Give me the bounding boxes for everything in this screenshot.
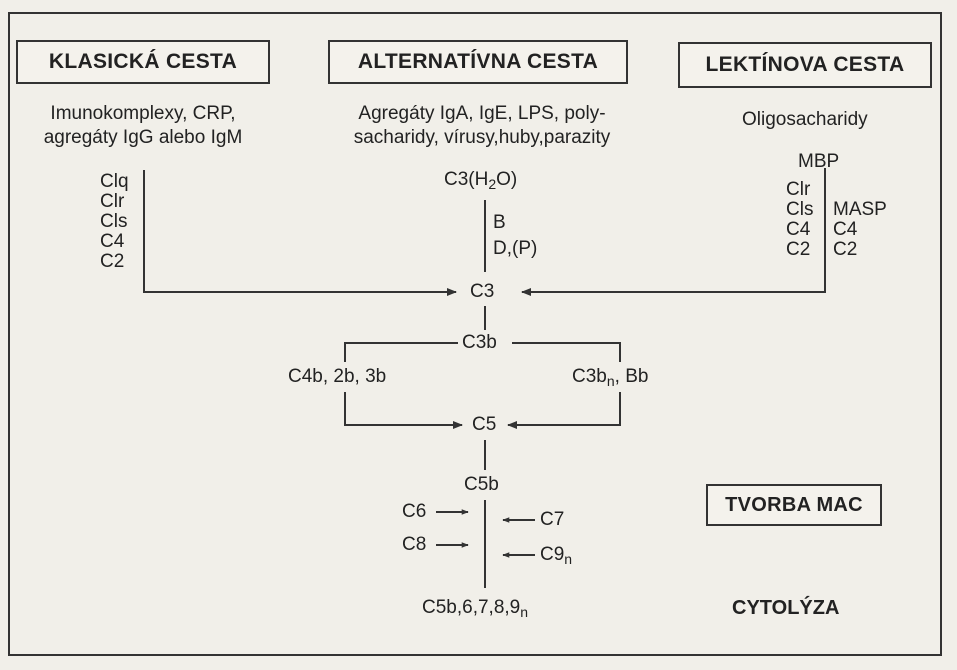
classical-pathway-title: KLASICKÁ CESTA bbox=[48, 50, 238, 73]
component-c2: C2 bbox=[833, 239, 858, 260]
component-c2: C2 bbox=[786, 239, 811, 260]
classical-arrow bbox=[143, 170, 457, 296]
c3-h2o-label: C3(H2O) bbox=[444, 169, 518, 192]
alt-convertase-arrow bbox=[507, 392, 621, 429]
classical-activator-line: Imunokomplexy, CRP, bbox=[50, 103, 236, 124]
component-c1s: Cls bbox=[786, 199, 814, 220]
factor-b: B bbox=[493, 212, 506, 233]
lectin-activator: Oligosacharidy bbox=[742, 109, 868, 130]
c5-node: C5 bbox=[472, 414, 497, 435]
c6-label: C6 bbox=[402, 501, 427, 522]
bracket-left bbox=[344, 342, 458, 362]
component-c4: C4 bbox=[786, 219, 811, 240]
classical-convertase-arrow bbox=[344, 392, 463, 429]
lectin-arrow bbox=[521, 168, 826, 296]
alternative-pathway-box: ALTERNATÍVNA CESTA bbox=[328, 40, 628, 84]
alternative-activators: Agregáty IgA, IgE, LPS, poly- sacharidy,… bbox=[322, 102, 642, 150]
final-complex: C5b,6,7,8,9n bbox=[422, 597, 529, 620]
component-c1r: Clr bbox=[786, 179, 811, 200]
classical-pathway-box: KLASICKÁ CESTA bbox=[16, 40, 270, 84]
alternative-convertase: C3bn, Bb bbox=[572, 366, 649, 389]
classical-activators: Imunokomplexy, CRP, agregáty IgG alebo I… bbox=[18, 102, 268, 150]
mac-label: TVORBA MAC bbox=[725, 493, 863, 516]
alternative-pathway-title: ALTERNATÍVNA CESTA bbox=[357, 50, 599, 73]
component-c1q: Clq bbox=[100, 171, 129, 192]
classical-convertase: C4b, 2b, 3b bbox=[288, 366, 387, 387]
lectin-components: Clr Cls C4 C2 bbox=[786, 180, 813, 260]
masp-label: MASP bbox=[833, 199, 887, 220]
alternative-activator-line: Agregáty IgA, IgE, LPS, poly- bbox=[358, 103, 606, 124]
bracket-right bbox=[512, 342, 621, 362]
c3-node: C3 bbox=[470, 281, 495, 302]
classical-activator-line: agregáty IgG alebo IgM bbox=[43, 127, 243, 148]
component-c4: C4 bbox=[833, 219, 858, 240]
component-c2: C2 bbox=[100, 251, 125, 272]
c9-label: C9n bbox=[540, 544, 573, 567]
mac-box: TVORBA MAC bbox=[706, 484, 882, 526]
alternative-activator-line: sacharidy, vírusy,huby,parazity bbox=[353, 127, 611, 148]
cytolysis-label: CYTOLÝZA bbox=[732, 597, 840, 619]
component-c1s: Cls bbox=[100, 211, 128, 232]
alternative-components: B D,(P) bbox=[493, 210, 537, 262]
component-c1r: Clr bbox=[100, 191, 125, 212]
lectin-pathway-title: LEKTÍNOVA CESTA bbox=[705, 53, 905, 76]
component-c4: C4 bbox=[100, 231, 125, 252]
diagram-frame bbox=[8, 12, 942, 656]
c3b-node: C3b bbox=[462, 332, 497, 353]
mbp-label: MBP bbox=[798, 151, 840, 172]
masp-components: MASP C4 C2 bbox=[833, 200, 887, 260]
classical-components: Clq Clr Cls C4 C2 bbox=[100, 172, 129, 272]
c5b-node: C5b bbox=[464, 474, 499, 495]
c7-label: C7 bbox=[540, 509, 565, 530]
factor-d-p: D,(P) bbox=[493, 238, 538, 259]
lectin-pathway-box: LEKTÍNOVA CESTA bbox=[678, 42, 932, 88]
c8-label: C8 bbox=[402, 534, 427, 555]
